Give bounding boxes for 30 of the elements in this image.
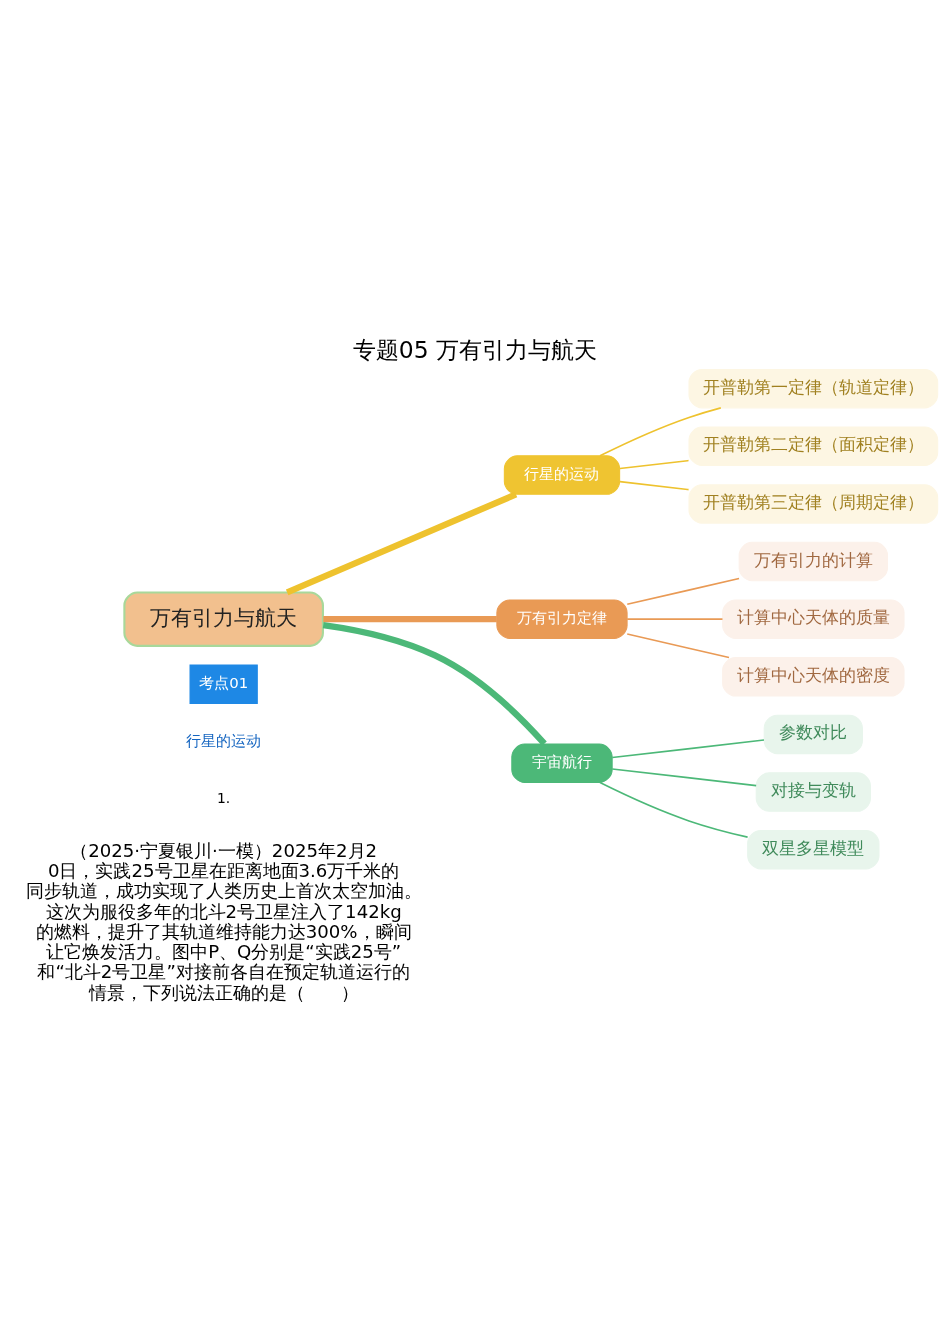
- node-box: 行星的运动: [503, 455, 621, 495]
- connector: [619, 480, 690, 491]
- connector: [599, 781, 749, 838]
- connector: [285, 491, 518, 596]
- node-box: 开普勒第三定律（周期定律）: [688, 484, 939, 524]
- connector: [322, 622, 547, 746]
- node-box: 宇宙航行: [511, 743, 613, 783]
- label: 行星的运动: [186, 731, 262, 750]
- connector: [611, 768, 757, 787]
- connector: [323, 615, 497, 623]
- node-box: 参数对比: [763, 714, 863, 755]
- node-box: 对接与变轨: [755, 772, 871, 812]
- diagram-title: 专题05 万有引力与航天: [352, 336, 598, 365]
- connector: [599, 407, 722, 457]
- connector: [611, 739, 765, 759]
- node-box: 开普勒第一定律（轨道定律）: [688, 368, 939, 409]
- node-box: 计算中心天体的质量: [722, 599, 905, 639]
- connector: [626, 618, 724, 620]
- node-box: 万有引力定律: [496, 599, 628, 639]
- connector: [626, 577, 740, 606]
- label: 1.: [217, 790, 231, 807]
- connector: [626, 633, 730, 659]
- node-box: 计算中心天体的密度: [722, 657, 905, 697]
- node-box: 万有引力与航天: [123, 591, 324, 647]
- node-box: 开普勒第二定律（面积定律）: [688, 426, 939, 466]
- label: （2025·宁夏银川·一模）2025年2月20日，实践25号卫星在距离地面3.6万千米的同步轨道，成功实现了人类历史上首次太空加油。这次为服役多年的北斗2号卫星注入了142kg的燃料，提升了其轨道维持能力达300%，瞬间让它焕发活力。图中P、Q分别是“实践25号”和“北斗2号卫星”对接前各自在预定轨道运行的情景，下列说法正确的是（ ）: [25, 839, 422, 1003]
- node-box: 双星多星模型: [747, 829, 880, 870]
- node-box: 万有引力的计算: [738, 541, 889, 582]
- label: 考点01: [199, 674, 249, 693]
- connector: [619, 459, 690, 470]
